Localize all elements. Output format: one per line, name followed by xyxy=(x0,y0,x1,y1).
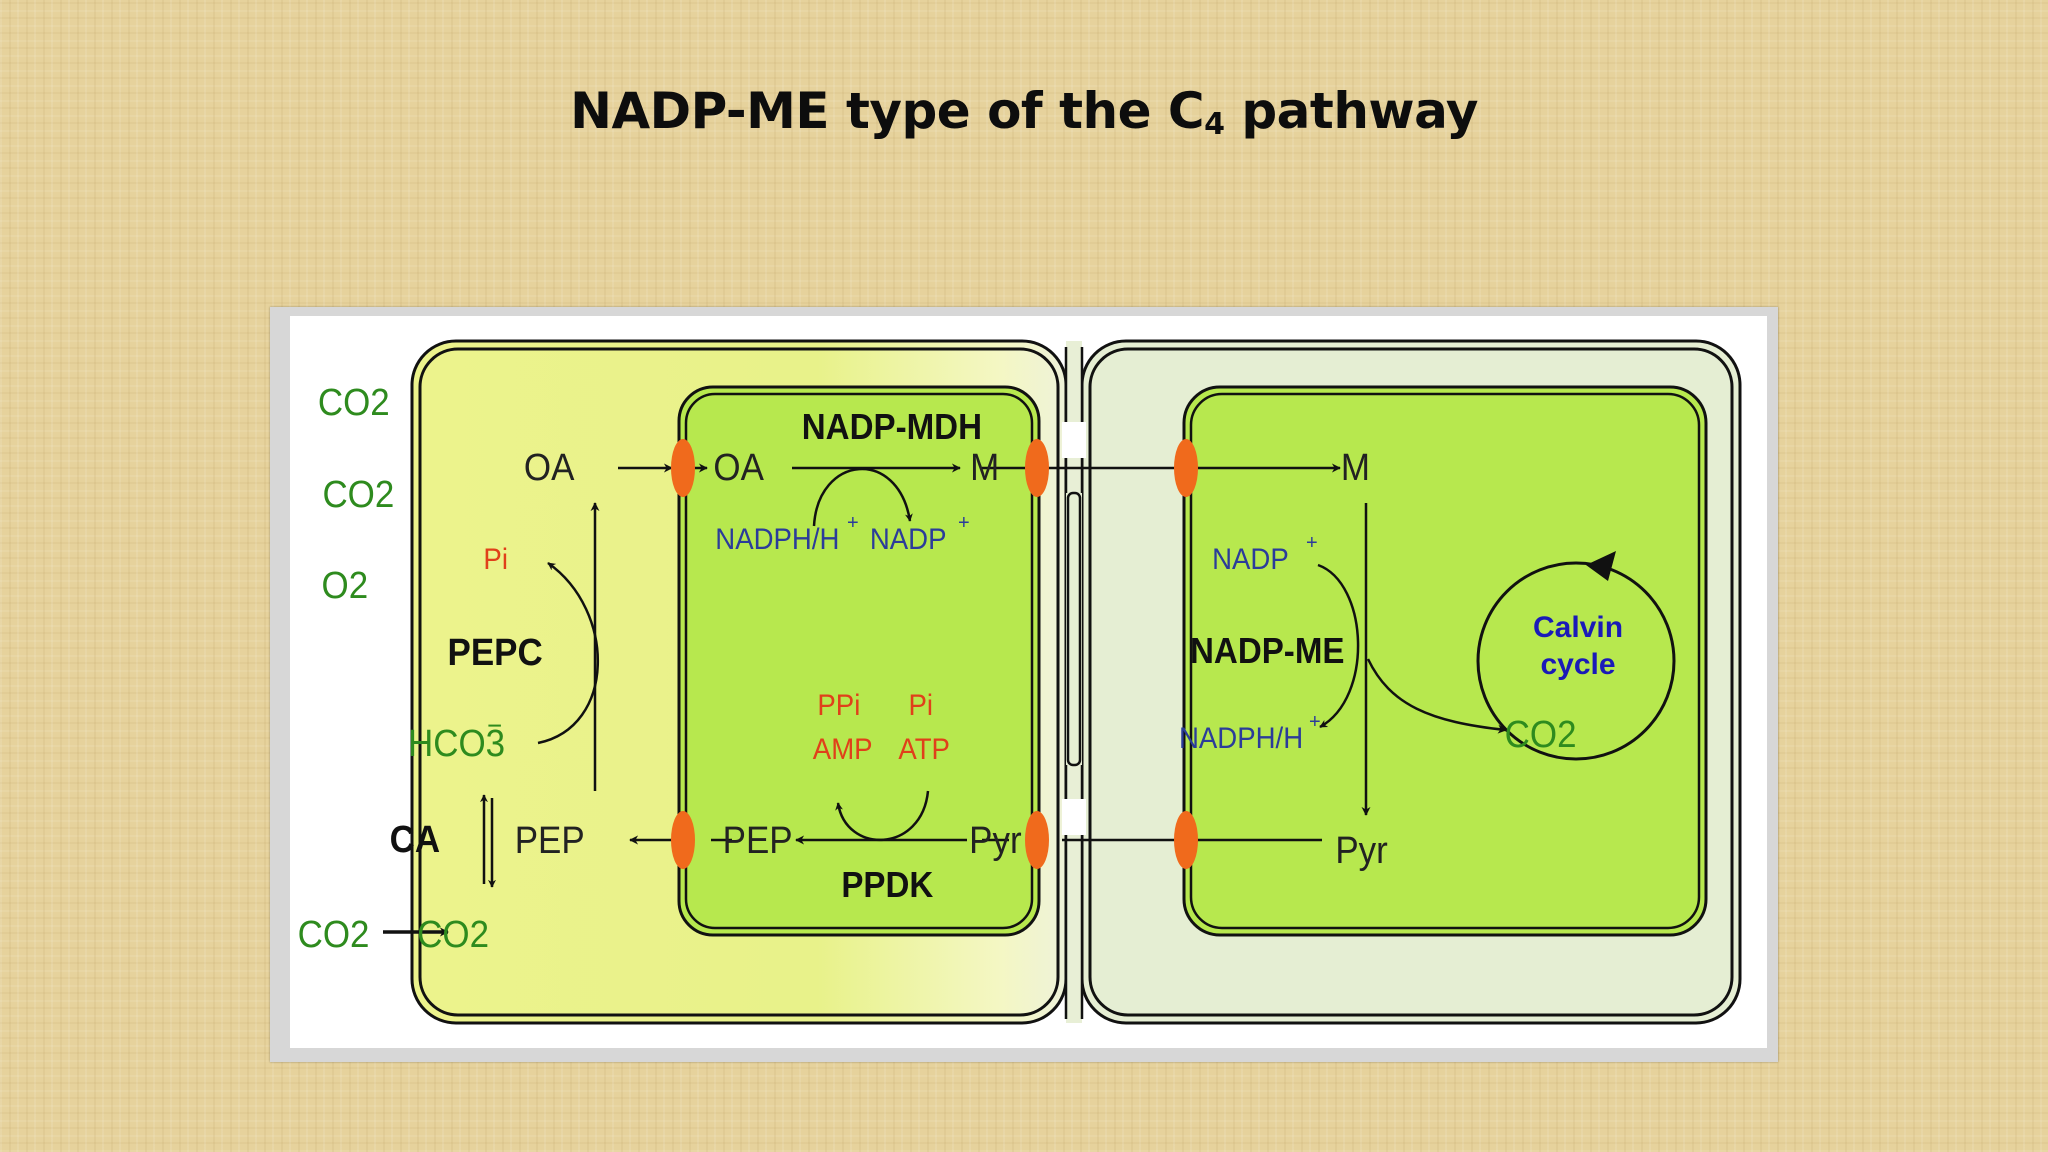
ppdk-label: PPDK xyxy=(841,866,933,906)
nadp-mdh-label: NADP-MDH xyxy=(802,408,982,448)
me-nadp-plus: + xyxy=(1306,532,1318,554)
mdh-nadp-label: NADP xyxy=(870,523,947,556)
ppdk-pi-label: Pi xyxy=(908,689,933,722)
chloro-m-label: M xyxy=(970,446,999,489)
transporter-pyr-bs-icon xyxy=(1174,811,1198,869)
transporter-malate-bs-icon xyxy=(1174,439,1198,497)
chloro-oa-label: OA xyxy=(713,446,764,489)
mdh-nadp-plus: + xyxy=(958,512,970,534)
me-nadph-label: NADPH/H xyxy=(1179,722,1303,755)
ca-label: CA xyxy=(390,818,440,861)
me-nadp-label: NADP xyxy=(1212,543,1289,576)
transporter-malate-meso-icon xyxy=(1025,439,1049,497)
cell-wall-junction xyxy=(1062,341,1086,1023)
bundle-sheath-labels: M NADP NADP-ME NADPH/H CO2 Pyr xyxy=(1179,446,1577,872)
mdh-nadph-label: NADPH/H xyxy=(715,523,839,556)
charge-signs: + + + + xyxy=(847,512,1321,733)
c4-pathway-diagram: CO2 CO2 O2 CO2 OA Pi PEPC HCO3 − CA PEP … xyxy=(290,316,1767,1048)
outside-o2: O2 xyxy=(322,564,369,607)
transporter-oa-icon xyxy=(671,439,695,497)
meso-oa-label: OA xyxy=(524,446,575,489)
bs-pyr-label: Pyr xyxy=(1335,829,1387,872)
mesophyll-chloroplast-labels: OA NADP-MDH M NADPH/H NADP PPi AMP Pi AT… xyxy=(713,408,1021,906)
nadp-me-label: NADP-ME xyxy=(1190,632,1345,672)
calvin-label-line1: Calvin xyxy=(1533,611,1623,644)
calvin-cycle-circle xyxy=(1476,561,1676,761)
outside-co2-top: CO2 xyxy=(318,381,390,424)
hco3-charge: − xyxy=(487,710,502,741)
arrow-co2-release xyxy=(1366,658,1507,734)
pepc-label: PEPC xyxy=(448,631,543,674)
slide-title: NADP-ME type of the C4 pathway xyxy=(570,82,1478,142)
meso-co2-label: CO2 xyxy=(417,913,489,956)
chloro-pyr-label: Pyr xyxy=(969,819,1021,862)
amp-label: AMP xyxy=(813,733,873,766)
calvin-cycle-arrowhead-icon xyxy=(1586,551,1616,581)
me-nadph-plus: + xyxy=(1309,711,1321,733)
atp-label: ATP xyxy=(898,733,950,766)
meso-pep-label: PEP xyxy=(515,819,585,862)
transporter-pyr-meso-icon xyxy=(1025,811,1049,869)
bs-co2-label: CO2 xyxy=(1505,713,1577,756)
calvin-label: Calvin cycle xyxy=(1533,611,1623,681)
ppi-label: PPi xyxy=(817,689,860,722)
outside-co2-bottom: CO2 xyxy=(298,913,370,956)
bs-m-label: M xyxy=(1341,446,1370,489)
transporters xyxy=(671,439,1198,869)
title-subscript: 4 xyxy=(1204,107,1225,142)
bundle-sheath-chloroplast xyxy=(1182,385,1708,937)
mdh-nadph-plus: + xyxy=(847,512,859,534)
arrow-pepc-arc xyxy=(537,561,600,745)
chloro-pep-label: PEP xyxy=(723,819,793,862)
calvin-label-line2: cycle xyxy=(1540,648,1615,681)
transporter-pep-icon xyxy=(671,811,695,869)
hco3-label: HCO3 xyxy=(408,722,505,765)
outside-co2-middle: CO2 xyxy=(322,473,394,516)
c4-pathway-figure: CO2 CO2 O2 CO2 OA Pi PEPC HCO3 − CA PEP … xyxy=(270,307,1778,1062)
meso-pi-label: Pi xyxy=(483,543,508,576)
arrow-nadp-to-nadph xyxy=(1317,563,1360,729)
outside-labels: CO2 CO2 O2 CO2 xyxy=(298,381,395,956)
arrow-nadph-to-nadp xyxy=(812,467,913,527)
mesophyll-labels: OA Pi PEPC HCO3 − CA PEP CO2 xyxy=(390,446,585,956)
calvin-cycle xyxy=(1476,551,1676,761)
mesophyll-chloroplast xyxy=(677,385,1041,937)
arrow-ppdk-cofactors xyxy=(835,790,930,841)
